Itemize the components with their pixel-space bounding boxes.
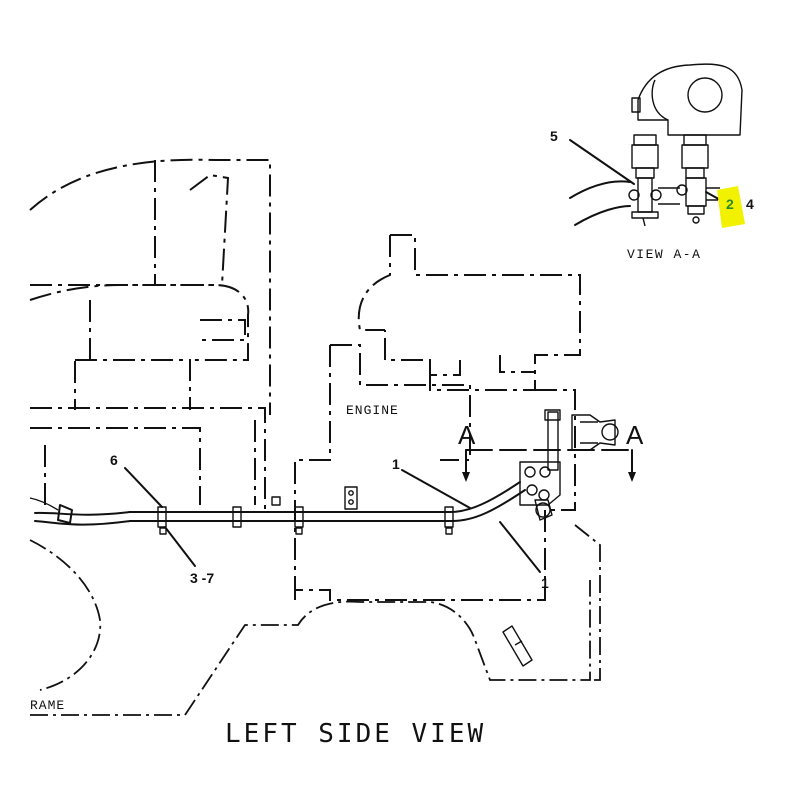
callout-6: 6 (110, 452, 118, 468)
engine-label: ENGINE (346, 403, 399, 418)
frame-outline (29, 524, 601, 716)
frame-label: RAME (30, 698, 65, 713)
section-marker-left: A (458, 420, 476, 450)
engine-outline (294, 234, 581, 601)
detail-view-a-a (569, 63, 743, 227)
tube-clips (157, 496, 454, 535)
leader-lines (124, 467, 541, 573)
callout-4: 4 (746, 196, 754, 212)
view-title: LEFT SIDE VIEW (225, 719, 486, 749)
leader-5 (569, 139, 635, 185)
valve-assembly (519, 409, 619, 521)
callout-2: 2 (726, 196, 734, 212)
engine-bracket (344, 486, 358, 510)
callout-1-upper: 1 (392, 456, 400, 472)
callout-3-7: 3 -7 (190, 570, 214, 586)
section-line-a-a (462, 449, 636, 482)
detail-view-title: VIEW A-A (627, 247, 701, 262)
drain-plug (502, 625, 533, 667)
operator-seat-outline (29, 158, 271, 510)
section-marker-right: A (626, 420, 644, 450)
fuel-line-tube (29, 481, 526, 526)
callout-1-lower: 1 (541, 575, 549, 591)
callout-2-highlight (717, 186, 745, 228)
callout-5: 5 (550, 128, 558, 144)
